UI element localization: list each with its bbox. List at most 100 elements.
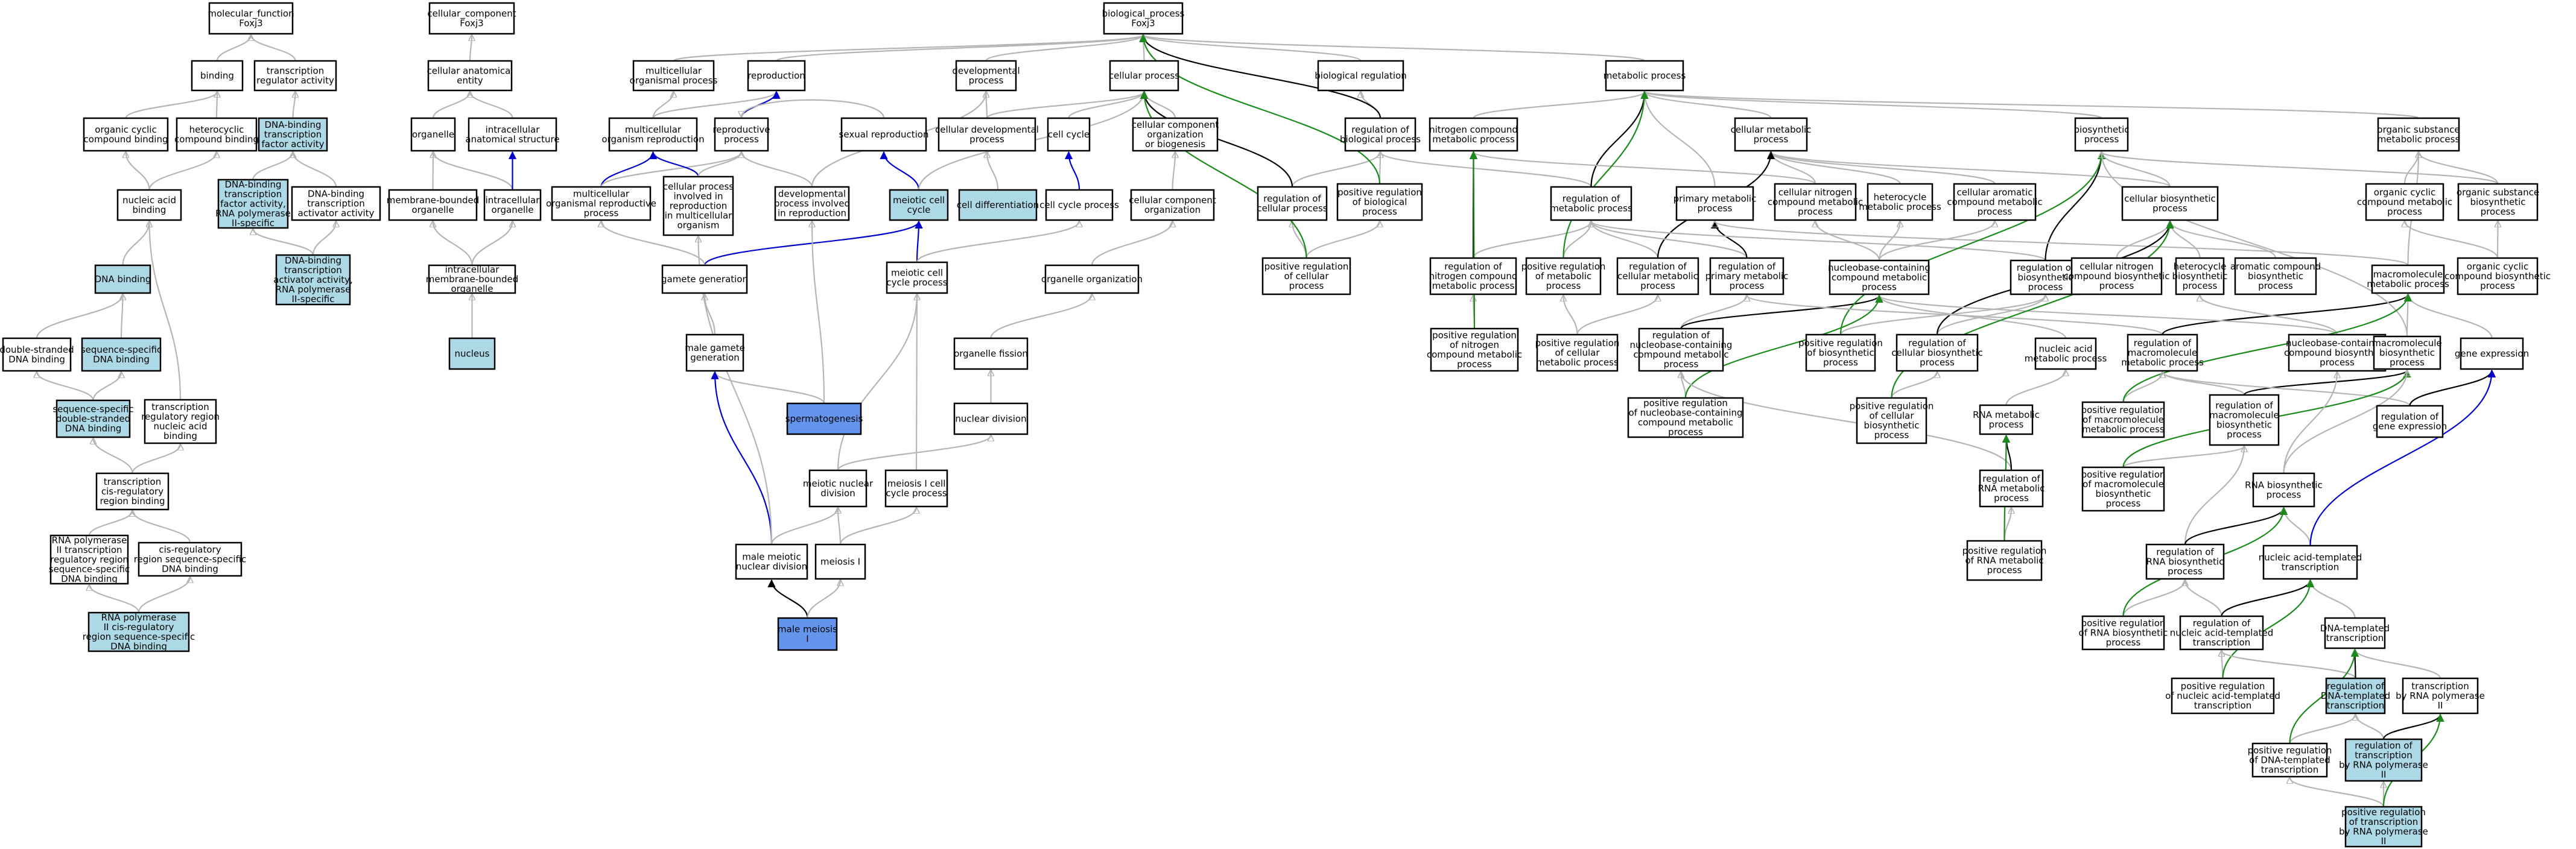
node-rnbcmp[interactable]: regulation ofnucleobase-containingcompou… (1630, 327, 1733, 372)
node-bioreg[interactable]: biological regulation (1315, 60, 1407, 92)
node-ccp[interactable]: cell cycle process (1039, 189, 1119, 221)
node-oo[interactable]: organelle organization (1041, 264, 1143, 294)
node-metab[interactable]: metabolic process (1604, 60, 1686, 92)
node-rmbp[interactable]: regulation ofmacromoleculebiosyntheticpr… (2209, 394, 2280, 446)
node-sexrep[interactable]: sexual reproduction (839, 117, 929, 152)
node-cellcycle[interactable]: cell cycle (1047, 117, 1091, 152)
node-spermato[interactable]: spermatogenesis (785, 402, 863, 435)
node-gexp[interactable]: gene expression (2455, 337, 2529, 370)
node-meiosis1[interactable]: meiosis I (814, 543, 866, 580)
node-nucleus[interactable]: nucleus (448, 337, 496, 370)
node-ndiv[interactable]: nuclear division (953, 402, 1029, 435)
node-dnab[interactable]: DNA binding (95, 264, 151, 294)
node-repro[interactable]: reproduction (747, 60, 806, 92)
